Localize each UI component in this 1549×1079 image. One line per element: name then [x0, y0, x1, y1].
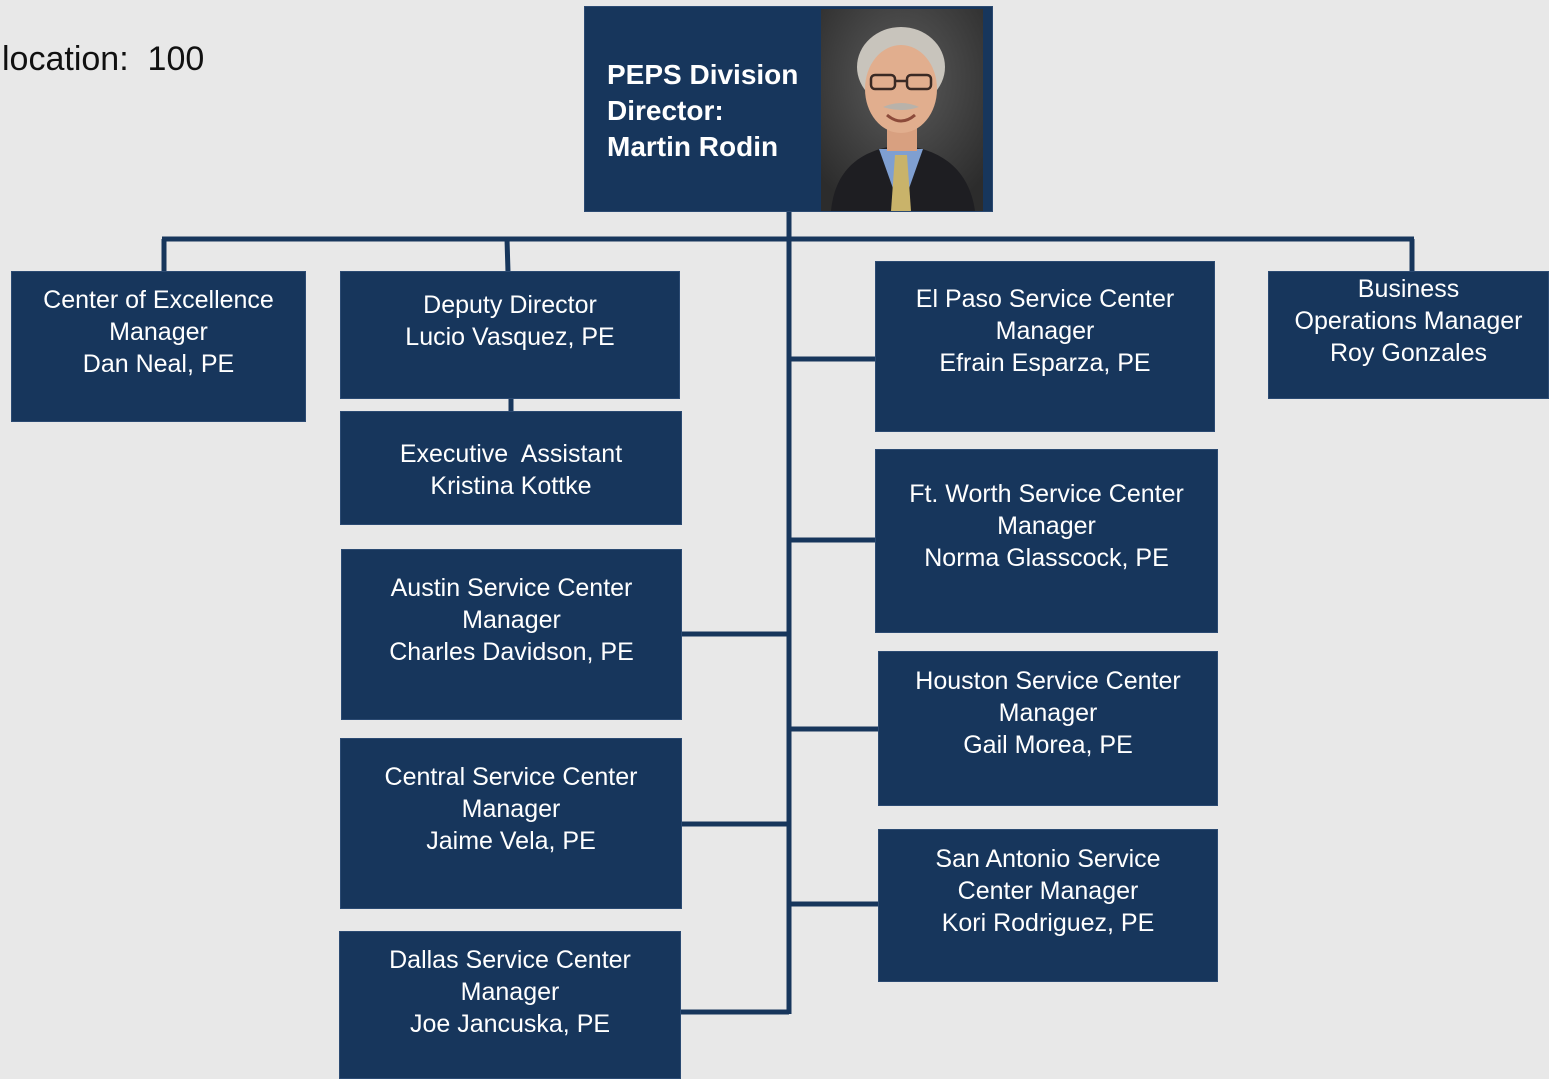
ftworth-manager-box: Ft. Worth Service Center Manager Norma G… [875, 449, 1218, 633]
exec-line-1: Executive Assistant [399, 440, 623, 468]
ftworth-line-1: Ft. Worth Service Center [909, 480, 1184, 508]
dallas-line-2: Manager [460, 978, 560, 1006]
dallas-line-3: Joe Jancuska, PE [409, 1010, 611, 1038]
sanantonio-line-3: Kori Rodriguez, PE [941, 909, 1155, 937]
elpaso-manager-box: El Paso Service Center Manager Efrain Es… [875, 261, 1215, 432]
austin-line-3: Charles Davidson, PE [389, 638, 634, 666]
elpaso-line-3: Efrain Esparza, PE [939, 349, 1151, 377]
sanantonio-manager-box: San Antonio Service Center Manager Kori … [878, 829, 1218, 982]
deputy-line-1: Deputy Director [423, 291, 597, 319]
houston-line-2: Manager [998, 699, 1098, 727]
central-line-3: Jaime Vela, PE [426, 827, 596, 855]
elpaso-line-1: El Paso Service Center [915, 285, 1175, 313]
ftworth-line-3: Norma Glasscock, PE [924, 544, 1169, 572]
sanantonio-line-1: San Antonio Service [935, 845, 1161, 873]
director-line-3: Martin Rodin [607, 131, 779, 162]
director-line-2: Director: [607, 95, 724, 126]
dallas-manager-box: Dallas Service Center Manager Joe Jancus… [339, 931, 681, 1079]
business-line-2: Operations Manager [1294, 307, 1523, 335]
austin-line-1: Austin Service Center [390, 574, 633, 602]
business-operations-box: Business Operations Manager Roy Gonzales [1268, 271, 1549, 399]
deputy-line-2: Lucio Vasquez, PE [405, 323, 615, 351]
central-manager-box: Central Service Center Manager Jaime Vel… [340, 738, 682, 909]
director-text: PEPS Division Director: Martin Rodin [607, 57, 798, 165]
austin-manager-box: Austin Service Center Manager Charles Da… [341, 549, 682, 720]
coe-line-3: Dan Neal, PE [82, 350, 235, 378]
executive-assistant-box: Executive Assistant Kristina Kottke [340, 411, 682, 525]
coe-manager-box: Center of Excellence Manager Dan Neal, P… [11, 271, 306, 422]
dallas-line-1: Dallas Service Center [389, 946, 631, 974]
business-line-1: Business [1357, 275, 1460, 303]
elpaso-line-2: Manager [995, 317, 1095, 345]
exec-line-2: Kristina Kottke [430, 472, 592, 500]
location-label: location: 100 [2, 40, 205, 78]
coe-line-1: Center of Excellence [43, 286, 274, 314]
central-line-2: Manager [461, 795, 561, 823]
director-photo [821, 9, 983, 211]
deputy-drop-line [504, 238, 511, 273]
houston-manager-box: Houston Service Center Manager Gail More… [878, 651, 1218, 806]
coe-line-2: Manager [109, 318, 208, 346]
director-line-1: PEPS Division [607, 59, 799, 90]
ftworth-line-2: Manager [997, 512, 1096, 540]
central-line-1: Central Service Center [384, 763, 638, 791]
business-line-3: Roy Gonzales [1329, 339, 1488, 367]
sanantonio-line-2: Center Manager [957, 877, 1139, 905]
houston-line-3: Gail Morea, PE [963, 731, 1133, 759]
deputy-director-box: Deputy Director Lucio Vasquez, PE [340, 271, 680, 399]
houston-line-1: Houston Service Center [915, 667, 1181, 695]
director-box: PEPS Division Director: Martin Rodin [584, 6, 993, 212]
austin-line-2: Manager [462, 606, 561, 634]
